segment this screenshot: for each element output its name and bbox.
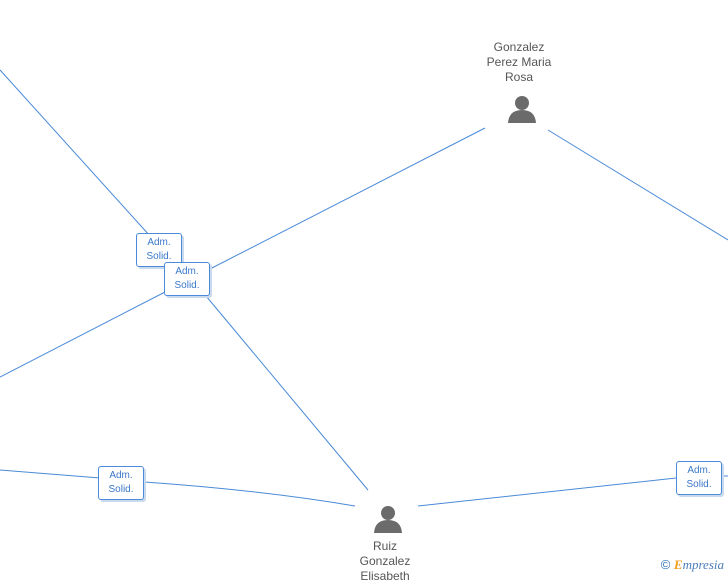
role-box-adm-solid[interactable]: Adm. Solid. [676, 461, 722, 495]
role-box-adm-solid[interactable]: Adm. Solid. [98, 466, 144, 500]
person-name-ruiz[interactable]: Ruiz Gonzalez Elisabeth [359, 539, 411, 583]
edge [143, 481, 356, 507]
edge [0, 69, 151, 237]
copyright-footer[interactable]: © Empresia [661, 557, 724, 573]
role-box-adm-solid[interactable]: Adm. Solid. [136, 233, 182, 267]
empresia-logo: Empresia [673, 557, 724, 572]
person-icon[interactable] [507, 95, 537, 123]
person-name-gonzalez[interactable]: Gonzalez Perez Maria Rosa [486, 40, 552, 84]
edge [207, 127, 486, 271]
edge [417, 477, 677, 507]
edge [205, 295, 369, 491]
person-icon[interactable] [373, 505, 403, 533]
edge [0, 291, 166, 378]
role-box-adm-solid[interactable]: Adm. Solid. [164, 262, 210, 296]
edge [547, 129, 728, 241]
edge [0, 469, 101, 479]
copyright-icon: © [660, 557, 671, 572]
